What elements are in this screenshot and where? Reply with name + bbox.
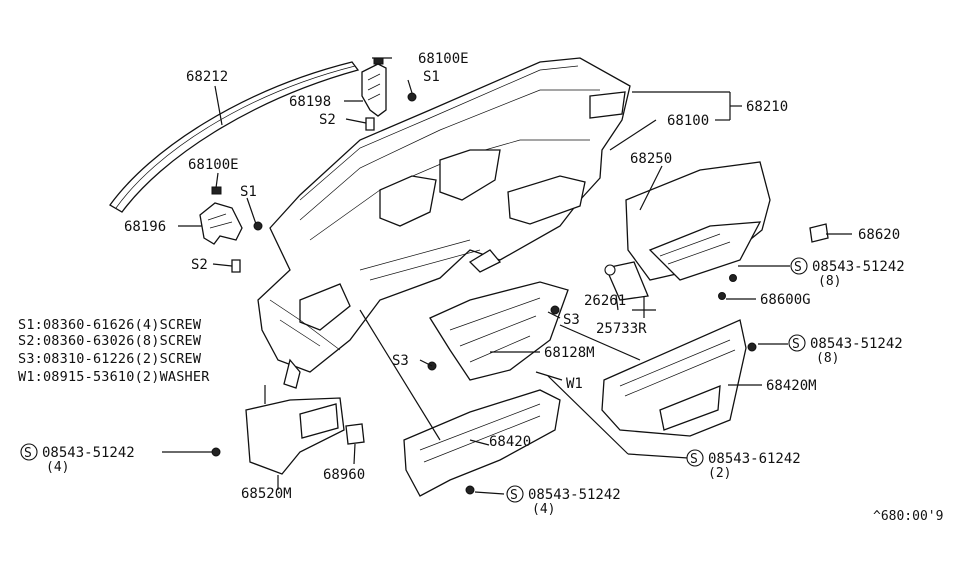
console-bracket-68128M [427, 281, 569, 381]
screw-ref-s1-mid: S1 [240, 184, 257, 200]
label-68100: 68100 [667, 113, 709, 129]
label-68600G: 68600G [760, 292, 811, 308]
legend-line-s3: S3:08310-61226(2)SCREW [18, 351, 202, 367]
bolt-1-number: 08543-51242 [812, 259, 905, 275]
legend-line-s2: S2:08360-63026(8)SCREW [18, 333, 202, 349]
bolt-callout-5: S 08543-51242 (4) [506, 485, 621, 517]
bolt-callout-2: S 08543-51242 (8) [788, 334, 903, 366]
bolt-2-number: 08543-51242 [810, 336, 903, 352]
bolt-2-qty: (8) [816, 351, 839, 366]
bolt-4-qty: (4) [46, 460, 69, 475]
bolt-3-symbol: S [690, 452, 698, 467]
label-68250: 68250 [630, 151, 672, 167]
label-68212: 68212 [186, 69, 228, 85]
glove-box-lid-68250 [625, 161, 829, 300]
legend-line-w1: W1:08915-53610(2)WASHER [18, 369, 210, 385]
label-68960: 68960 [323, 467, 365, 483]
lower-panel-68420M [601, 319, 757, 437]
bracket-68198 [361, 57, 417, 131]
molding-strip-68212 [109, 61, 360, 213]
label-68420M: 68420M [766, 378, 817, 394]
screw-ref-s1-top: S1 [423, 69, 440, 85]
label-68420: 68420 [489, 434, 531, 450]
bolt-3-qty: (2) [708, 466, 731, 481]
screw-ref-labels: S1 S2 S1 S2 S3 S3 W1 [191, 69, 583, 392]
screw-ref-s3-right: S3 [563, 312, 580, 328]
bolt-5-symbol: S [510, 488, 518, 503]
screw-ref-s3-left: S3 [392, 353, 409, 369]
label-68620: 68620 [858, 227, 900, 243]
bolt-callout-1: S 08543-51242 (8) [790, 257, 905, 289]
label-68196: 68196 [124, 219, 166, 235]
latch-assembly-26261 [604, 261, 649, 301]
bolt-4-symbol: S [24, 446, 32, 461]
label-26261: 26261 [584, 293, 626, 309]
part-labels: 68212 68100E 68198 68210 68100 68100E 68… [124, 51, 900, 502]
label-68520M: 68520M [241, 486, 292, 502]
screw-ref-s2-mid: S2 [191, 257, 208, 273]
bracket-68196 [199, 186, 263, 273]
label-68100E-top: 68100E [418, 51, 469, 67]
label-25733R: 25733R [596, 321, 647, 337]
label-68198: 68198 [289, 94, 331, 110]
bolt-4-number: 08543-51242 [42, 445, 135, 461]
label-68100E-mid: 68100E [188, 157, 239, 173]
bolt-callout-4: S 08543-51242 (4) [20, 443, 135, 475]
bolt-1-qty: (8) [818, 274, 841, 289]
label-68210: 68210 [746, 99, 788, 115]
label-68128M: 68128M [544, 345, 595, 361]
diagram-code: ^680:00'9 [873, 509, 943, 524]
bolt-callout-3: S 08543-61242 (2) [686, 449, 801, 481]
bolt-5-qty: (4) [532, 502, 555, 517]
side-panel-68520M [211, 397, 365, 475]
bolt-5-number: 08543-51242 [528, 487, 621, 503]
screw-ref-w1: W1 [566, 376, 583, 392]
bolt-2-symbol: S [792, 337, 800, 352]
instrument-panel-68100 [257, 57, 631, 389]
screw-legend: S1:08360-61626(4)SCREW S2:08360-63026(8)… [18, 317, 210, 385]
screw-ref-s2-top: S2 [319, 112, 336, 128]
bolt-3-number: 08543-61242 [708, 451, 801, 467]
bolt-1-symbol: S [794, 260, 802, 275]
legend-line-s1: S1:08360-61626(4)SCREW [18, 317, 202, 333]
leader-lines [162, 57, 852, 495]
